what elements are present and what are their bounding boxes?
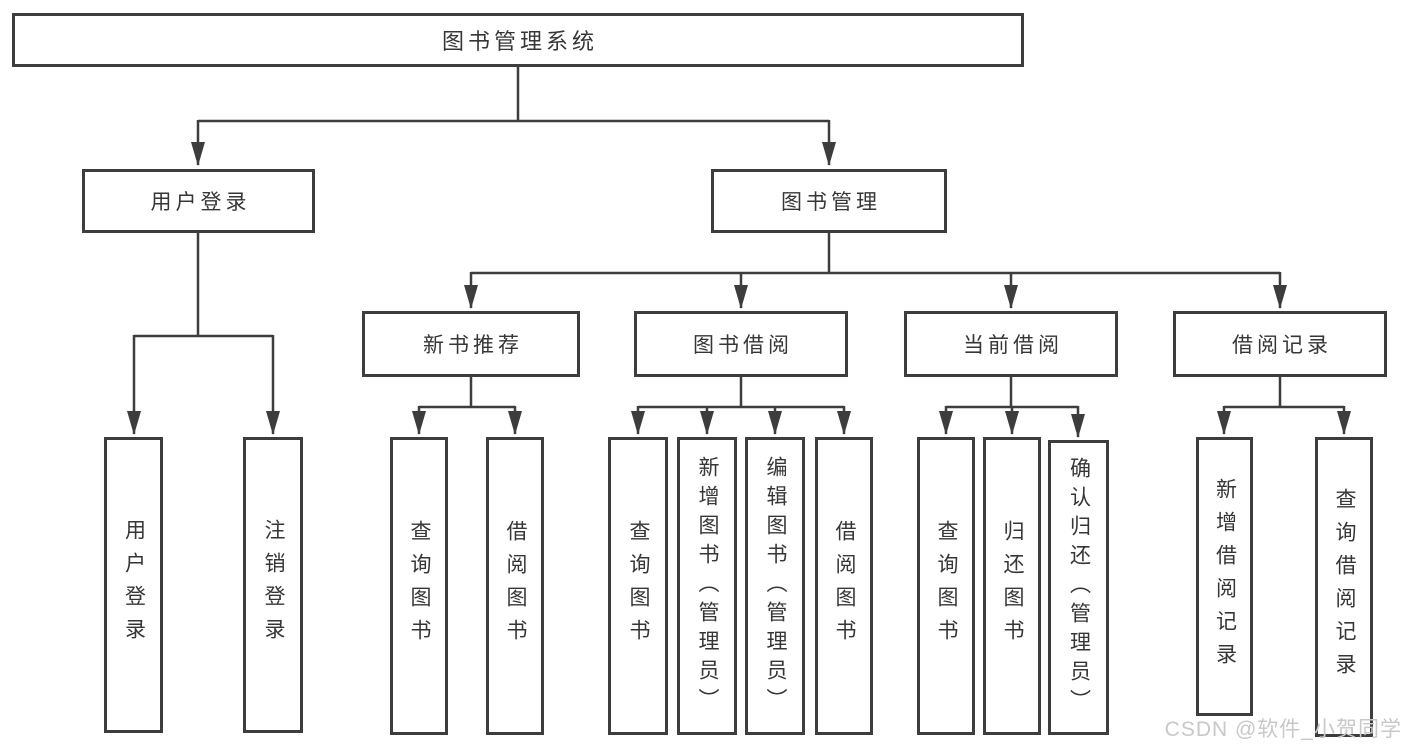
node-root: 图书管理系统 [12,13,1024,67]
leaf-borrow-books: 借阅图书 [815,437,873,735]
csdn-watermark: CSDN @软件_小贺同学 [1164,718,1402,741]
node-book-management-branch: 图书管理 [711,169,947,233]
leaf-edit-books-admin: 编辑图书（管理员） [745,437,805,735]
leaf-add-borrow-record: 新增借阅记录 [1196,437,1253,716]
leaf-current-query-books: 查询图书 [917,437,975,735]
leaf-borrow-query-books: 查询图书 [608,437,668,735]
leaf-confirm-return-admin: 确认归还（管理员） [1048,440,1109,735]
node-book-borrow: 图书借阅 [634,311,848,377]
leaf-recommend-query-books: 查询图书 [390,437,448,735]
leaf-return-books: 归还图书 [983,437,1041,735]
leaf-add-books-admin: 新增图书（管理员） [677,437,737,735]
node-new-book-recommend: 新书推荐 [362,311,580,377]
node-current-borrow: 当前借阅 [904,311,1118,377]
leaf-recommend-borrow-books: 借阅图书 [486,437,544,735]
node-user-login-branch: 用户登录 [82,169,315,233]
leaf-query-borrow-record: 查询借阅记录 [1315,437,1373,737]
node-borrow-records: 借阅记录 [1173,311,1387,377]
leaf-user-login: 用户登录 [104,437,163,733]
leaf-logout: 注销登录 [243,437,303,733]
